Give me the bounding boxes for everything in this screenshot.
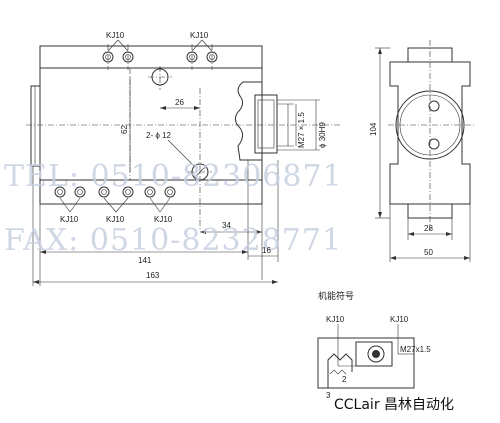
port-hole — [98, 186, 110, 198]
dim-163: 163 — [146, 271, 160, 280]
dim-26: 26 — [175, 98, 184, 107]
label-port-bottom-left: KJ10 — [60, 215, 79, 224]
port-hole — [54, 186, 66, 198]
symbol-port-left: KJ10 — [326, 315, 345, 324]
watermark: TEL: 0510-82306871 FAX: 0510-82328771 — [4, 159, 343, 258]
left-end-cap — [30, 85, 41, 167]
dim-28: 28 — [424, 224, 433, 233]
watermark-fax: FAX: 0510-82328771 — [4, 223, 342, 258]
dim-holes: 2- ϕ 12 — [146, 131, 171, 140]
side-view — [375, 40, 476, 262]
front-view-labels: KJ10 KJ10 KJ10 KJ10 KJ10 26 62 2- ϕ 12 M… — [60, 31, 327, 280]
port-hole — [164, 186, 176, 198]
dim-141: 141 — [138, 256, 152, 265]
symbol-frame — [317, 337, 415, 389]
label-port-top-right: KJ10 — [190, 31, 209, 40]
label-port-top-left: KJ10 — [106, 31, 125, 40]
dim-thread: M27 × 1.5 — [297, 112, 306, 148]
dim-50: 50 — [424, 248, 433, 257]
symbol-number-2: 2 — [342, 375, 347, 384]
watermark-tel: TEL: 0510-82306871 — [4, 159, 343, 194]
bottom-flange — [39, 179, 263, 205]
dim-bore: ϕ 30H9 — [318, 122, 327, 148]
dim-104: 104 — [369, 122, 378, 136]
port-hole — [144, 186, 156, 198]
dim-34: 34 — [222, 221, 231, 230]
right-port-section — [234, 81, 320, 161]
symbol-labels: 机能符号 KJ10 KJ10 M27x1.5 3 2 — [318, 290, 431, 400]
front-view — [26, 39, 340, 286]
dim-16: 16 — [262, 246, 271, 255]
top-flange — [39, 45, 263, 69]
brand-text: CCLair 昌林自动化 — [334, 397, 454, 413]
port-hole — [74, 186, 86, 198]
symbol-thread: M27x1.5 — [400, 345, 431, 354]
port-hole — [122, 186, 134, 198]
dim-62: 62 — [120, 125, 129, 134]
symbol-port-right: KJ10 — [390, 315, 409, 324]
symbol-title: 机能符号 — [318, 290, 354, 302]
label-port-bottom-mid: KJ10 — [106, 215, 125, 224]
function-symbol — [317, 324, 415, 389]
symbol-number-3: 3 — [326, 391, 331, 400]
side-view-labels: 104 28 50 — [369, 122, 433, 257]
label-port-bottom-right: KJ10 — [154, 215, 173, 224]
bottom-ports — [54, 186, 176, 213]
top-ports — [102, 39, 218, 70]
